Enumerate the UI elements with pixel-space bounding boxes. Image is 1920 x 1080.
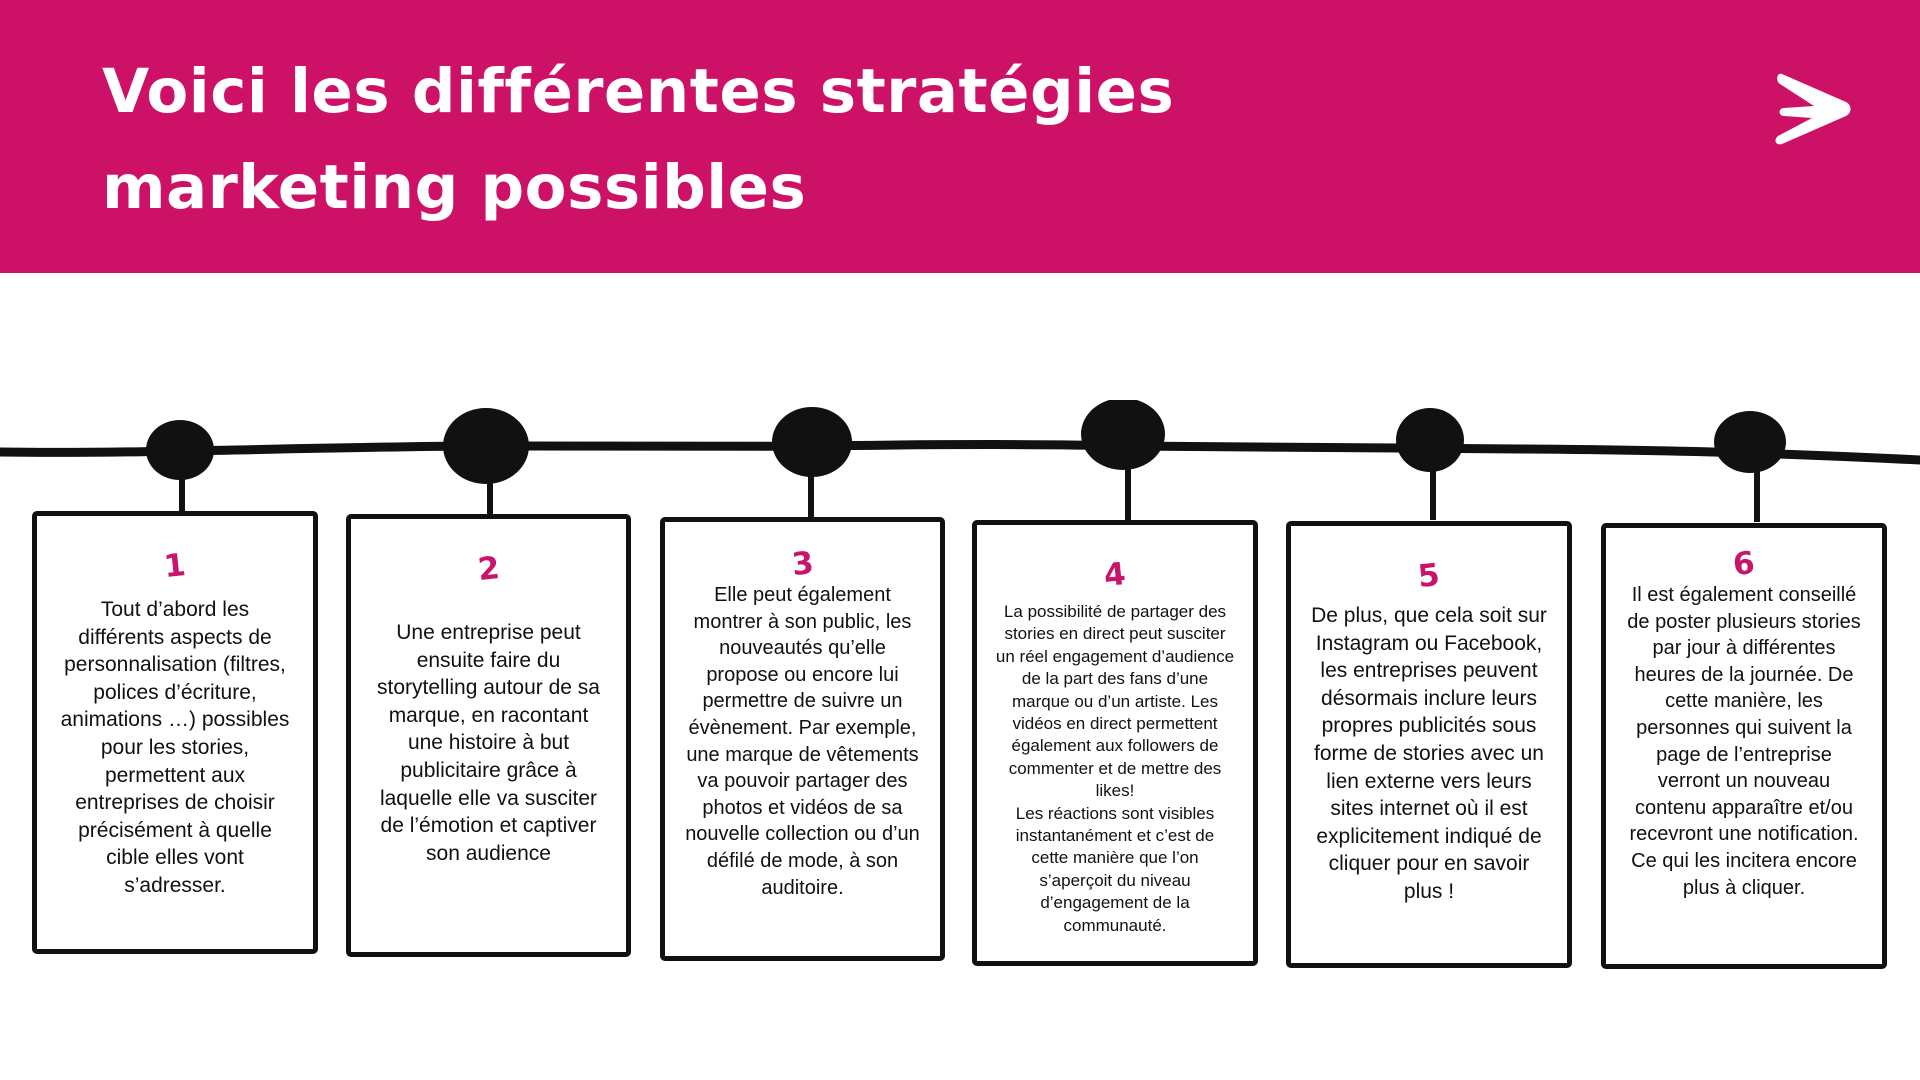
step-number: 3: [789, 544, 816, 584]
timeline: [0, 400, 1920, 528]
step-text: Une entreprise peut ensuite faire du sto…: [377, 621, 600, 865]
step-number: 1: [162, 546, 188, 586]
step-text-part-1: La possibilité de partager des stories e…: [995, 602, 1235, 801]
timeline-rope: [0, 440, 1920, 465]
timeline-pin-5: [1396, 408, 1464, 520]
strategy-card-4: 4 La possibilité de partager des stories…: [972, 520, 1258, 966]
timeline-pin-6: [1714, 411, 1786, 522]
timeline-pin-4: [1081, 400, 1165, 520]
step-text: Il est également conseillé de poster plu…: [1627, 584, 1861, 899]
strategy-card-3: 3 Elle peut également montrer à son publ…: [660, 517, 945, 961]
timeline-pin-1: [146, 420, 214, 512]
play-arrow-logo-icon: [1775, 73, 1851, 145]
page-title-line-1: Voici les différentes stratégies: [102, 56, 1175, 127]
step-number: 2: [475, 549, 502, 589]
step-text: Tout d’abord les différents aspects de p…: [60, 598, 290, 897]
timeline-pin-3: [772, 407, 852, 528]
step-text-part-2: Les réactions sont visibles instantanéme…: [1015, 803, 1215, 935]
strategy-card-6: 6 Il est également conseillé de poster p…: [1601, 523, 1887, 969]
step-number: 4: [1102, 555, 1128, 595]
strategy-card-1: 1 Tout d’abord les différents aspects de…: [32, 511, 318, 954]
header-banner: Voici les différentes stratégies marketi…: [0, 0, 1920, 273]
page-title-line-2: marketing possibles: [102, 152, 807, 223]
step-text: Elle peut également montrer à son public…: [685, 584, 920, 899]
page-title: Voici les différentes stratégies marketi…: [102, 44, 1402, 236]
timeline-pin-2: [443, 408, 529, 515]
step-text: De plus, que cela soit sur Instagram ou …: [1311, 604, 1547, 903]
step-number: 5: [1416, 556, 1442, 596]
step-text: La possibilité de partager des stories e…: [995, 601, 1235, 937]
strategy-card-2: 2 Une entreprise peut ensuite faire du s…: [346, 514, 631, 957]
step-number: 6: [1731, 544, 1757, 584]
strategy-card-5: 5 De plus, que cela soit sur Instagram o…: [1286, 521, 1572, 968]
